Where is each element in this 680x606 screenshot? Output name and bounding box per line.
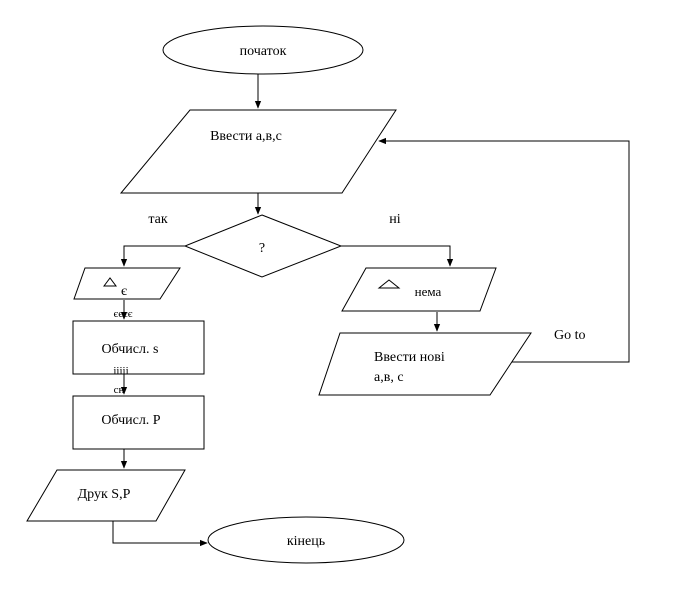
print-parallelogram [26,469,186,522]
goto-label: Go to [554,328,586,343]
arrow-decision-no [341,245,454,267]
calc-p-process [72,395,205,450]
not-exists-parallelogram [341,267,497,312]
reinput-parallelogram [318,332,532,396]
end-label: кінець [287,534,325,549]
end-terminator [207,516,405,564]
arrow-decision-yes [120,245,185,267]
triangle-icon [377,279,401,289]
no-branch-label: ні [389,212,400,227]
exists-label: є [121,284,127,299]
input-label: Ввести а,в,с [210,129,282,144]
input-parallelogram [119,109,397,194]
start-label: початок [240,44,287,59]
calc-s-process [72,320,205,375]
start-terminator [162,25,364,75]
arrow-print-to-end [112,521,208,547]
calc-p-label: Обчисл. P [101,413,160,428]
exists-scribble-line4: сн [114,384,125,396]
reinput-label-line1: Ввести нові [374,350,445,365]
arrow-goto-loop [378,137,630,363]
exists-scribble-line3: iiiii [113,365,128,377]
print-label: Друк S,P [78,487,131,502]
calc-s-label: Обчисл. s [102,342,159,357]
exists-parallelogram [73,267,181,300]
yes-branch-label: так [148,212,168,227]
triangle-icon [103,277,117,287]
decision-diamond [183,214,343,278]
decision-label: ? [259,241,265,256]
exists-scribble-line1: єєєє [114,308,133,320]
not-exists-label: нема [415,284,442,299]
reinput-label-line2: а,в, с [374,370,404,385]
